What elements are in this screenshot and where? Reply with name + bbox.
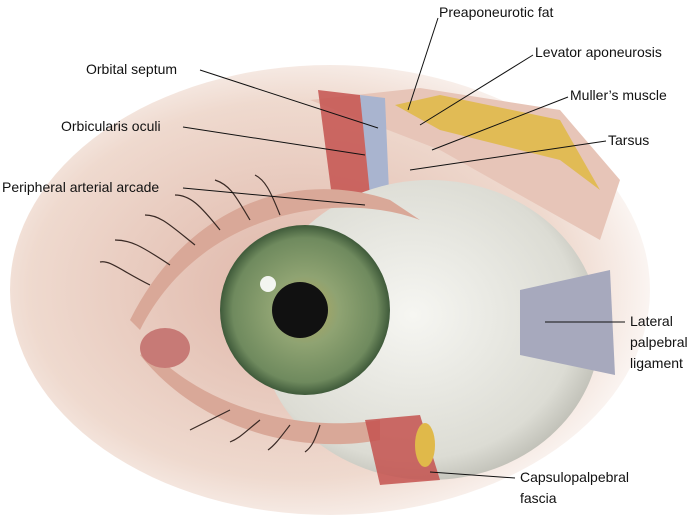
label-orbicularis-oculi: Orbicularis oculi bbox=[61, 118, 161, 134]
label-line: ligament bbox=[630, 355, 683, 371]
lower-fat bbox=[415, 423, 435, 467]
upper-eyelid bbox=[130, 189, 420, 330]
corneal-highlight bbox=[260, 276, 276, 292]
caruncle bbox=[140, 328, 190, 368]
lower-eyelid bbox=[140, 350, 380, 445]
eyelashes bbox=[99, 174, 321, 453]
pupil bbox=[272, 282, 328, 338]
label-capsulopalpebral-fascia: Capsulopalpebral fascia bbox=[520, 467, 629, 509]
label-lateral-palpebral-ligament: Lateral palpebral ligament bbox=[630, 311, 688, 374]
preaponeurotic-fat bbox=[395, 95, 600, 190]
leader-lines bbox=[182, 17, 625, 479]
label-line: fascia bbox=[520, 490, 557, 506]
label-peripheral-arterial-arcade: Peripheral arterial arcade bbox=[2, 179, 160, 195]
label-tarsus: Tarsus bbox=[608, 132, 650, 148]
label-line: Lateral bbox=[630, 313, 673, 329]
label-line: Capsulopalpebral bbox=[520, 469, 629, 485]
label-preaponeurotic-fat: Preaponeurotic fat bbox=[439, 4, 554, 20]
label-line: palpebral bbox=[630, 334, 688, 350]
label-levator-aponeurosis: Levator aponeurosis bbox=[535, 44, 662, 60]
label-orbital-septum: Orbital septum bbox=[86, 61, 178, 77]
label-mullers-muscle: Muller’s muscle bbox=[570, 87, 667, 103]
